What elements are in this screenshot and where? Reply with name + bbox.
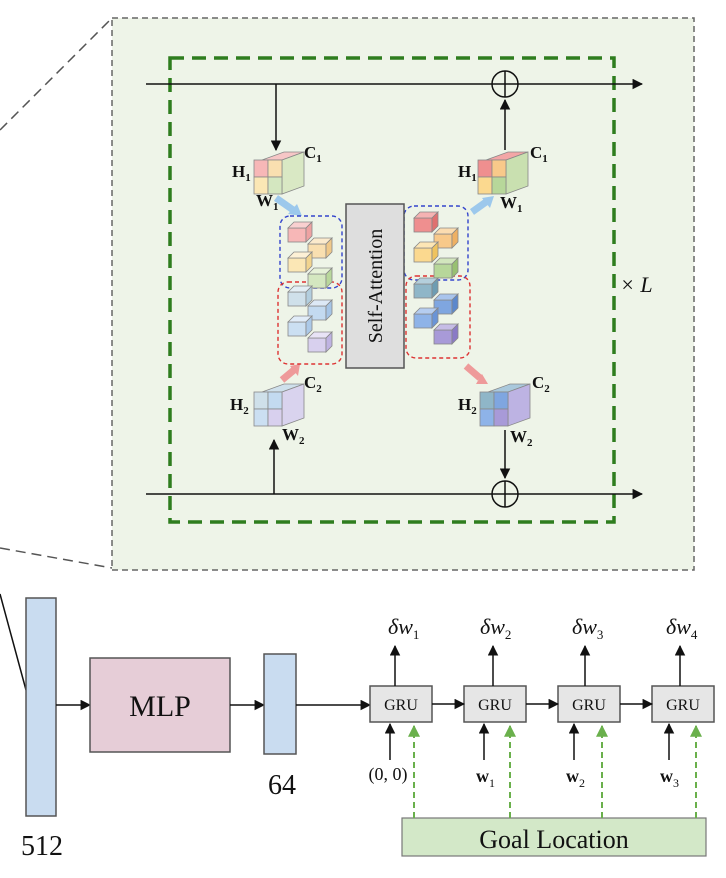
zoom-connector-bottom	[0, 547, 113, 569]
unflatten-arrowhead-bottom-right	[476, 374, 488, 384]
unflatten-arrow-bottom-right	[463, 363, 483, 381]
zoom-connector-top	[0, 17, 113, 131]
dim-c2-left: C2	[304, 373, 322, 395]
gru-output-3: δw3	[572, 614, 603, 642]
flatten-arrow-bottom-left	[279, 367, 297, 383]
input-arrow	[0, 593, 27, 691]
dim-w1-left: W1	[256, 191, 279, 213]
dim-c1-right: C1	[530, 143, 548, 165]
gru-cell-1: GRU	[369, 685, 433, 723]
feature-512-label: 512	[21, 831, 63, 862]
svg-text:GRU: GRU	[478, 697, 512, 714]
svg-text:GRU: GRU	[666, 697, 700, 714]
repeat-block-border	[168, 56, 616, 524]
gru-input-3: w2	[566, 766, 585, 790]
goal-location-box	[401, 817, 707, 857]
dim-h2-left: H2	[230, 395, 249, 417]
feature-bar-64	[263, 653, 297, 755]
dim-c1-left: C1	[304, 143, 322, 165]
gru-output-4: δw4	[666, 614, 698, 642]
dim-c2-right: C2	[532, 373, 550, 395]
gru-cell-3: GRU	[557, 685, 621, 723]
dim-w2-left: W2	[282, 425, 305, 447]
feature-64-label: 64	[268, 770, 296, 801]
repeat-label: × L	[620, 272, 653, 297]
dim-w1-right: W1	[500, 193, 523, 215]
flatten-arrowhead-bottom-left	[290, 364, 300, 376]
gru-cell-4: GRU	[651, 685, 715, 723]
svg-text:GRU: GRU	[384, 697, 418, 714]
feature-cube-top-right	[477, 151, 529, 195]
dim-w2-right: W2	[510, 427, 533, 449]
dim-h1-left: H1	[232, 162, 251, 184]
svg-text:GRU: GRU	[572, 697, 606, 714]
self-attention-label: Self-Attention	[365, 229, 387, 343]
self-attention-block	[345, 203, 405, 369]
gru-input-2: w1	[476, 766, 495, 790]
feature-cube-bottom-right	[479, 383, 531, 427]
top-add-icon	[491, 70, 519, 98]
gru-input-1: (0, 0)	[369, 764, 408, 785]
feature-bar-512	[25, 597, 57, 817]
token-group-left-blue	[279, 215, 343, 289]
dim-h2-right: H2	[458, 395, 477, 417]
flatten-arrowhead-top-left	[288, 204, 302, 216]
dim-h1-right: H1	[458, 162, 477, 184]
unflatten-arrowhead-top-right	[482, 196, 494, 208]
mlp-label: MLP	[129, 690, 191, 723]
gru-input-4: w3	[660, 766, 679, 790]
goal-location-label: Goal Location	[479, 825, 628, 854]
gru-output-2: δw2	[480, 614, 511, 642]
feature-cube-top-left	[253, 151, 305, 195]
feature-cube-bottom-left	[253, 383, 305, 427]
gru-output-1: δw1	[388, 614, 419, 642]
bottom-add-icon	[491, 480, 519, 508]
token-group-right-blue	[403, 205, 469, 281]
tokens-right	[413, 211, 459, 345]
unflatten-arrow-top-right	[469, 199, 489, 215]
mlp-box	[89, 657, 231, 753]
gru-cell-2: GRU	[463, 685, 527, 723]
tokens-left	[287, 221, 333, 353]
